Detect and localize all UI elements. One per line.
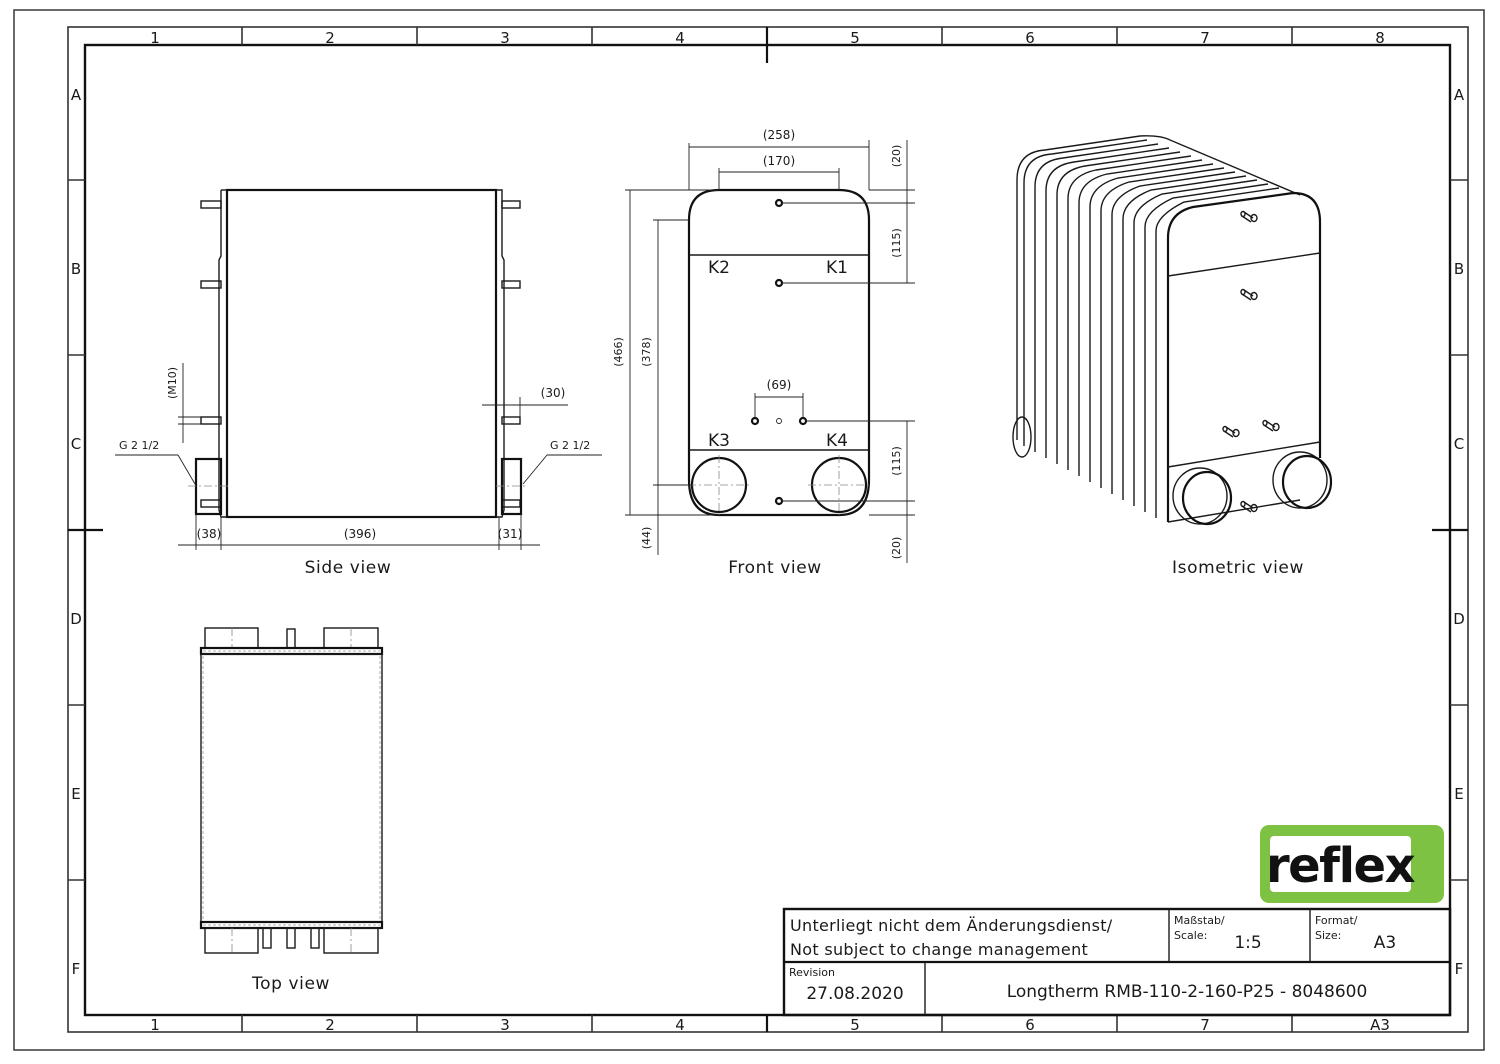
change-notice-en: Not subject to change management bbox=[790, 940, 1088, 959]
front-view: K2 K1 K3 K4 (258) (170) (466) (378) (44) bbox=[612, 128, 915, 578]
grid-row-label: F bbox=[72, 960, 81, 978]
grid-col-label: 1 bbox=[150, 1016, 160, 1034]
front-dim-overall-width: (258) bbox=[763, 128, 795, 142]
grid-row-label: E bbox=[1454, 785, 1463, 803]
side-dim-width: (396) bbox=[344, 527, 376, 541]
front-dim-bottom-margin: (20) bbox=[890, 537, 903, 560]
isometric-view: Isometric view bbox=[1012, 135, 1333, 578]
logo-wordmark: reflex bbox=[1266, 838, 1416, 894]
drawing-frame bbox=[13, 9, 1485, 1051]
top-view: Top view bbox=[199, 627, 384, 994]
side-dim-stud-thread: (M10) bbox=[166, 367, 179, 399]
side-dim-left-offset: (38) bbox=[197, 527, 222, 541]
side-dim-right-offset: (31) bbox=[498, 527, 523, 541]
port-label-k4: K4 bbox=[826, 431, 848, 451]
grid-row-labels-right: A B C D E F bbox=[1453, 86, 1465, 978]
scale-label-de: Maßstab/ bbox=[1174, 914, 1225, 927]
grid-col-label: 4 bbox=[675, 1016, 685, 1034]
front-view-label: Front view bbox=[728, 558, 822, 578]
grid-col-label: 8 bbox=[1375, 29, 1385, 47]
scale-label-en: Scale: bbox=[1174, 929, 1207, 942]
grid-row-label: F bbox=[1455, 960, 1464, 978]
grid-col-label: 3 bbox=[500, 29, 510, 47]
revision-label: Revision bbox=[789, 966, 835, 979]
change-notice-de: Unterliegt nicht dem Änderungsdienst/ bbox=[790, 916, 1113, 935]
side-dim-stud-length: (30) bbox=[541, 386, 566, 400]
size-label-en: Size: bbox=[1315, 929, 1341, 942]
front-dim-foot-spacing: (69) bbox=[767, 378, 792, 392]
port-label-k2: K2 bbox=[708, 258, 730, 278]
grid-col-label: A3 bbox=[1370, 1016, 1390, 1034]
side-view: G 2 1/2 G 2 1/2 (M10) (30) (38) (396) (3… bbox=[115, 188, 602, 578]
grid-col-label: 6 bbox=[1025, 29, 1035, 47]
grid-row-label: B bbox=[71, 260, 81, 278]
scale-value: 1:5 bbox=[1234, 933, 1261, 953]
side-connection-right-label: G 2 1/2 bbox=[550, 439, 590, 452]
grid-row-label: C bbox=[71, 435, 81, 453]
top-view-label: Top view bbox=[251, 974, 330, 994]
grid-col-label: 2 bbox=[325, 1016, 335, 1034]
grid-row-label: D bbox=[1453, 610, 1465, 628]
front-dim-bottom-stud-spacing: (115) bbox=[890, 446, 903, 476]
front-dim-port-spacing: (170) bbox=[763, 154, 795, 168]
front-dim-overall-height: (466) bbox=[612, 337, 625, 367]
grid-col-label: 7 bbox=[1200, 1016, 1210, 1034]
grid-row-label: C bbox=[1454, 435, 1464, 453]
grid-row-label: A bbox=[1454, 86, 1465, 104]
grid-col-label: 2 bbox=[325, 29, 335, 47]
grid-col-label: 5 bbox=[850, 29, 860, 47]
size-label-de: Format/ bbox=[1315, 914, 1358, 927]
grid-col-label: 6 bbox=[1025, 1016, 1035, 1034]
front-dim-port-height: (378) bbox=[640, 337, 653, 367]
size-value: A3 bbox=[1374, 933, 1396, 953]
grid-row-label: A bbox=[71, 86, 82, 104]
grid-col-label: 1 bbox=[150, 29, 160, 47]
front-dim-top-stud-spacing: (115) bbox=[890, 228, 903, 258]
grid-col-label: 3 bbox=[500, 1016, 510, 1034]
grid-row-label: B bbox=[1454, 260, 1464, 278]
port-label-k1: K1 bbox=[826, 258, 848, 278]
grid-row-labels-left: A B C D E F bbox=[70, 86, 82, 978]
side-connection-left-label: G 2 1/2 bbox=[119, 439, 159, 452]
grid-row-label: E bbox=[71, 785, 80, 803]
isometric-view-label: Isometric view bbox=[1172, 558, 1304, 578]
grid-col-label: 5 bbox=[850, 1016, 860, 1034]
front-dim-top-margin: (20) bbox=[890, 145, 903, 168]
front-dim-bottom-offset: (44) bbox=[640, 527, 653, 550]
port-label-k3: K3 bbox=[708, 431, 730, 451]
side-view-label: Side view bbox=[305, 558, 392, 578]
reflex-logo: reflex bbox=[1260, 825, 1444, 903]
grid-column-labels-top: 1 2 3 4 5 6 7 8 bbox=[150, 29, 1385, 47]
grid-col-label: 4 bbox=[675, 29, 685, 47]
title-block: Unterliegt nicht dem Änderungsdienst/ No… bbox=[782, 907, 1452, 1017]
grid-column-labels-bottom: 1 2 3 4 5 6 7 A3 bbox=[150, 1016, 1390, 1034]
product-title: Longtherm RMB-110-2-160-P25 - 8048600 bbox=[1007, 982, 1368, 1002]
grid-col-label: 7 bbox=[1200, 29, 1210, 47]
revision-date: 27.08.2020 bbox=[806, 984, 903, 1004]
grid-row-label: D bbox=[70, 610, 82, 628]
